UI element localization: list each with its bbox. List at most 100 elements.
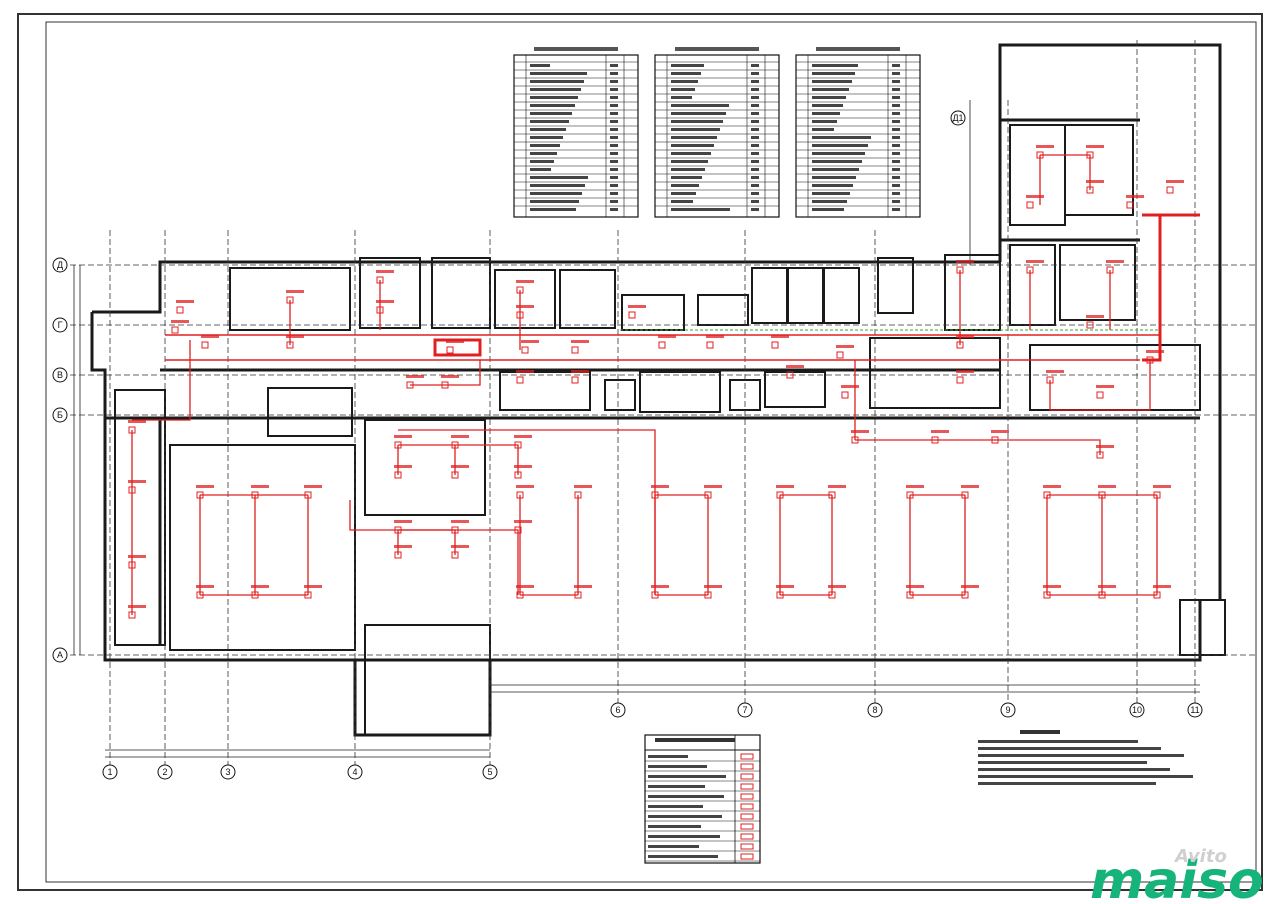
table-cell-text xyxy=(812,144,868,147)
light-fixture xyxy=(906,591,914,599)
light-fixture xyxy=(406,381,414,389)
fixture-label xyxy=(828,585,846,588)
row-axis-label: Г xyxy=(58,320,63,330)
fixture-label xyxy=(304,485,322,488)
fixture-label xyxy=(516,485,534,488)
light-fixture xyxy=(516,311,524,319)
row-axis-bubble xyxy=(52,407,68,423)
light-fixture xyxy=(1166,186,1174,194)
notes-line xyxy=(978,740,1138,743)
column-axis-bubble xyxy=(867,702,883,718)
legend-row-text xyxy=(648,815,722,818)
light-fixture xyxy=(1096,451,1104,459)
table-cell-num xyxy=(610,152,618,155)
table-cell-text xyxy=(671,72,701,75)
table-cell-num xyxy=(610,88,618,91)
table-cell-text xyxy=(671,144,714,147)
table-cell-text xyxy=(812,176,856,179)
fixture-label xyxy=(1166,180,1184,183)
light-fixture xyxy=(304,491,312,499)
fixture-label xyxy=(516,370,534,373)
fixture-label xyxy=(514,520,532,523)
column-axis-label: 2 xyxy=(162,767,167,777)
fixture-label xyxy=(1086,315,1104,318)
legend-row-text xyxy=(648,765,707,768)
column-axis-label: 9 xyxy=(1005,705,1010,715)
table-cell-text xyxy=(530,96,578,99)
table-cell-num xyxy=(892,104,900,107)
fixture-label xyxy=(1106,260,1124,263)
table-cell-num xyxy=(892,64,900,67)
fixture-label xyxy=(304,585,322,588)
table-cell-num xyxy=(751,136,759,139)
table-cell-num xyxy=(751,160,759,163)
fixture-label xyxy=(1046,370,1064,373)
table-cell-num xyxy=(751,208,759,211)
fixture-label xyxy=(776,585,794,588)
light-fixture xyxy=(376,306,384,314)
fixture-label xyxy=(956,260,974,263)
light-fixture xyxy=(961,591,969,599)
table-cell-num xyxy=(751,128,759,131)
fixture-label xyxy=(394,545,412,548)
table-cell-num xyxy=(610,128,618,131)
fixture-label xyxy=(1153,585,1171,588)
table-cell-text xyxy=(530,176,588,179)
light-fixture xyxy=(451,526,459,534)
table-cell-text xyxy=(530,80,584,83)
row-axis-label: В xyxy=(57,370,63,380)
fixture-label xyxy=(771,335,789,338)
fixture-label xyxy=(651,485,669,488)
fixture-label xyxy=(1098,585,1116,588)
column-axis-label: 1 xyxy=(107,767,112,777)
light-fixture xyxy=(451,441,459,449)
fixture-label xyxy=(1026,195,1044,198)
row-axis-bubble xyxy=(52,317,68,333)
table-cell-text xyxy=(671,104,729,107)
light-fixture xyxy=(1106,266,1114,274)
fixture-label xyxy=(841,385,859,388)
fixture-label xyxy=(394,520,412,523)
light-fixture xyxy=(931,436,939,444)
table-cell-text xyxy=(812,184,853,187)
table-cell-text xyxy=(530,168,551,171)
table-cell-num xyxy=(610,208,618,211)
light-fixture xyxy=(441,381,449,389)
light-fixture xyxy=(394,471,402,479)
table-cell-text xyxy=(671,112,726,115)
table-cell-text xyxy=(812,152,865,155)
legend-symbol xyxy=(740,783,754,790)
fixture-label xyxy=(851,430,869,433)
light-fixture xyxy=(1153,491,1161,499)
fixture-label xyxy=(956,335,974,338)
light-fixture xyxy=(1098,591,1106,599)
light-fixture xyxy=(956,376,964,384)
table-cell-text xyxy=(671,192,696,195)
table-cell-text xyxy=(812,192,850,195)
column-axis-bubble xyxy=(1187,702,1203,718)
light-fixture xyxy=(514,471,522,479)
table-cell-text xyxy=(530,104,575,107)
light-fixture xyxy=(394,526,402,534)
light-fixture xyxy=(128,561,136,569)
fixture-label xyxy=(961,585,979,588)
light-fixture xyxy=(651,591,659,599)
fixture-label xyxy=(451,545,469,548)
table-title-bar xyxy=(816,47,900,51)
notes-line xyxy=(978,754,1184,757)
fixture-label xyxy=(1036,145,1054,148)
table-cell-text xyxy=(812,136,871,139)
legend-symbol xyxy=(740,803,754,810)
light-fixture xyxy=(956,341,964,349)
light-fixture xyxy=(628,311,636,319)
fixture-label xyxy=(1096,385,1114,388)
table-cell-text xyxy=(530,152,557,155)
table-cell-num xyxy=(610,184,618,187)
table-cell-text xyxy=(530,144,560,147)
light-fixture xyxy=(776,491,784,499)
extra-axis-bubble xyxy=(950,110,966,126)
table-cell-text xyxy=(671,128,720,131)
table-cell-text xyxy=(671,80,698,83)
fixture-label xyxy=(196,585,214,588)
table-cell-text xyxy=(530,88,581,91)
